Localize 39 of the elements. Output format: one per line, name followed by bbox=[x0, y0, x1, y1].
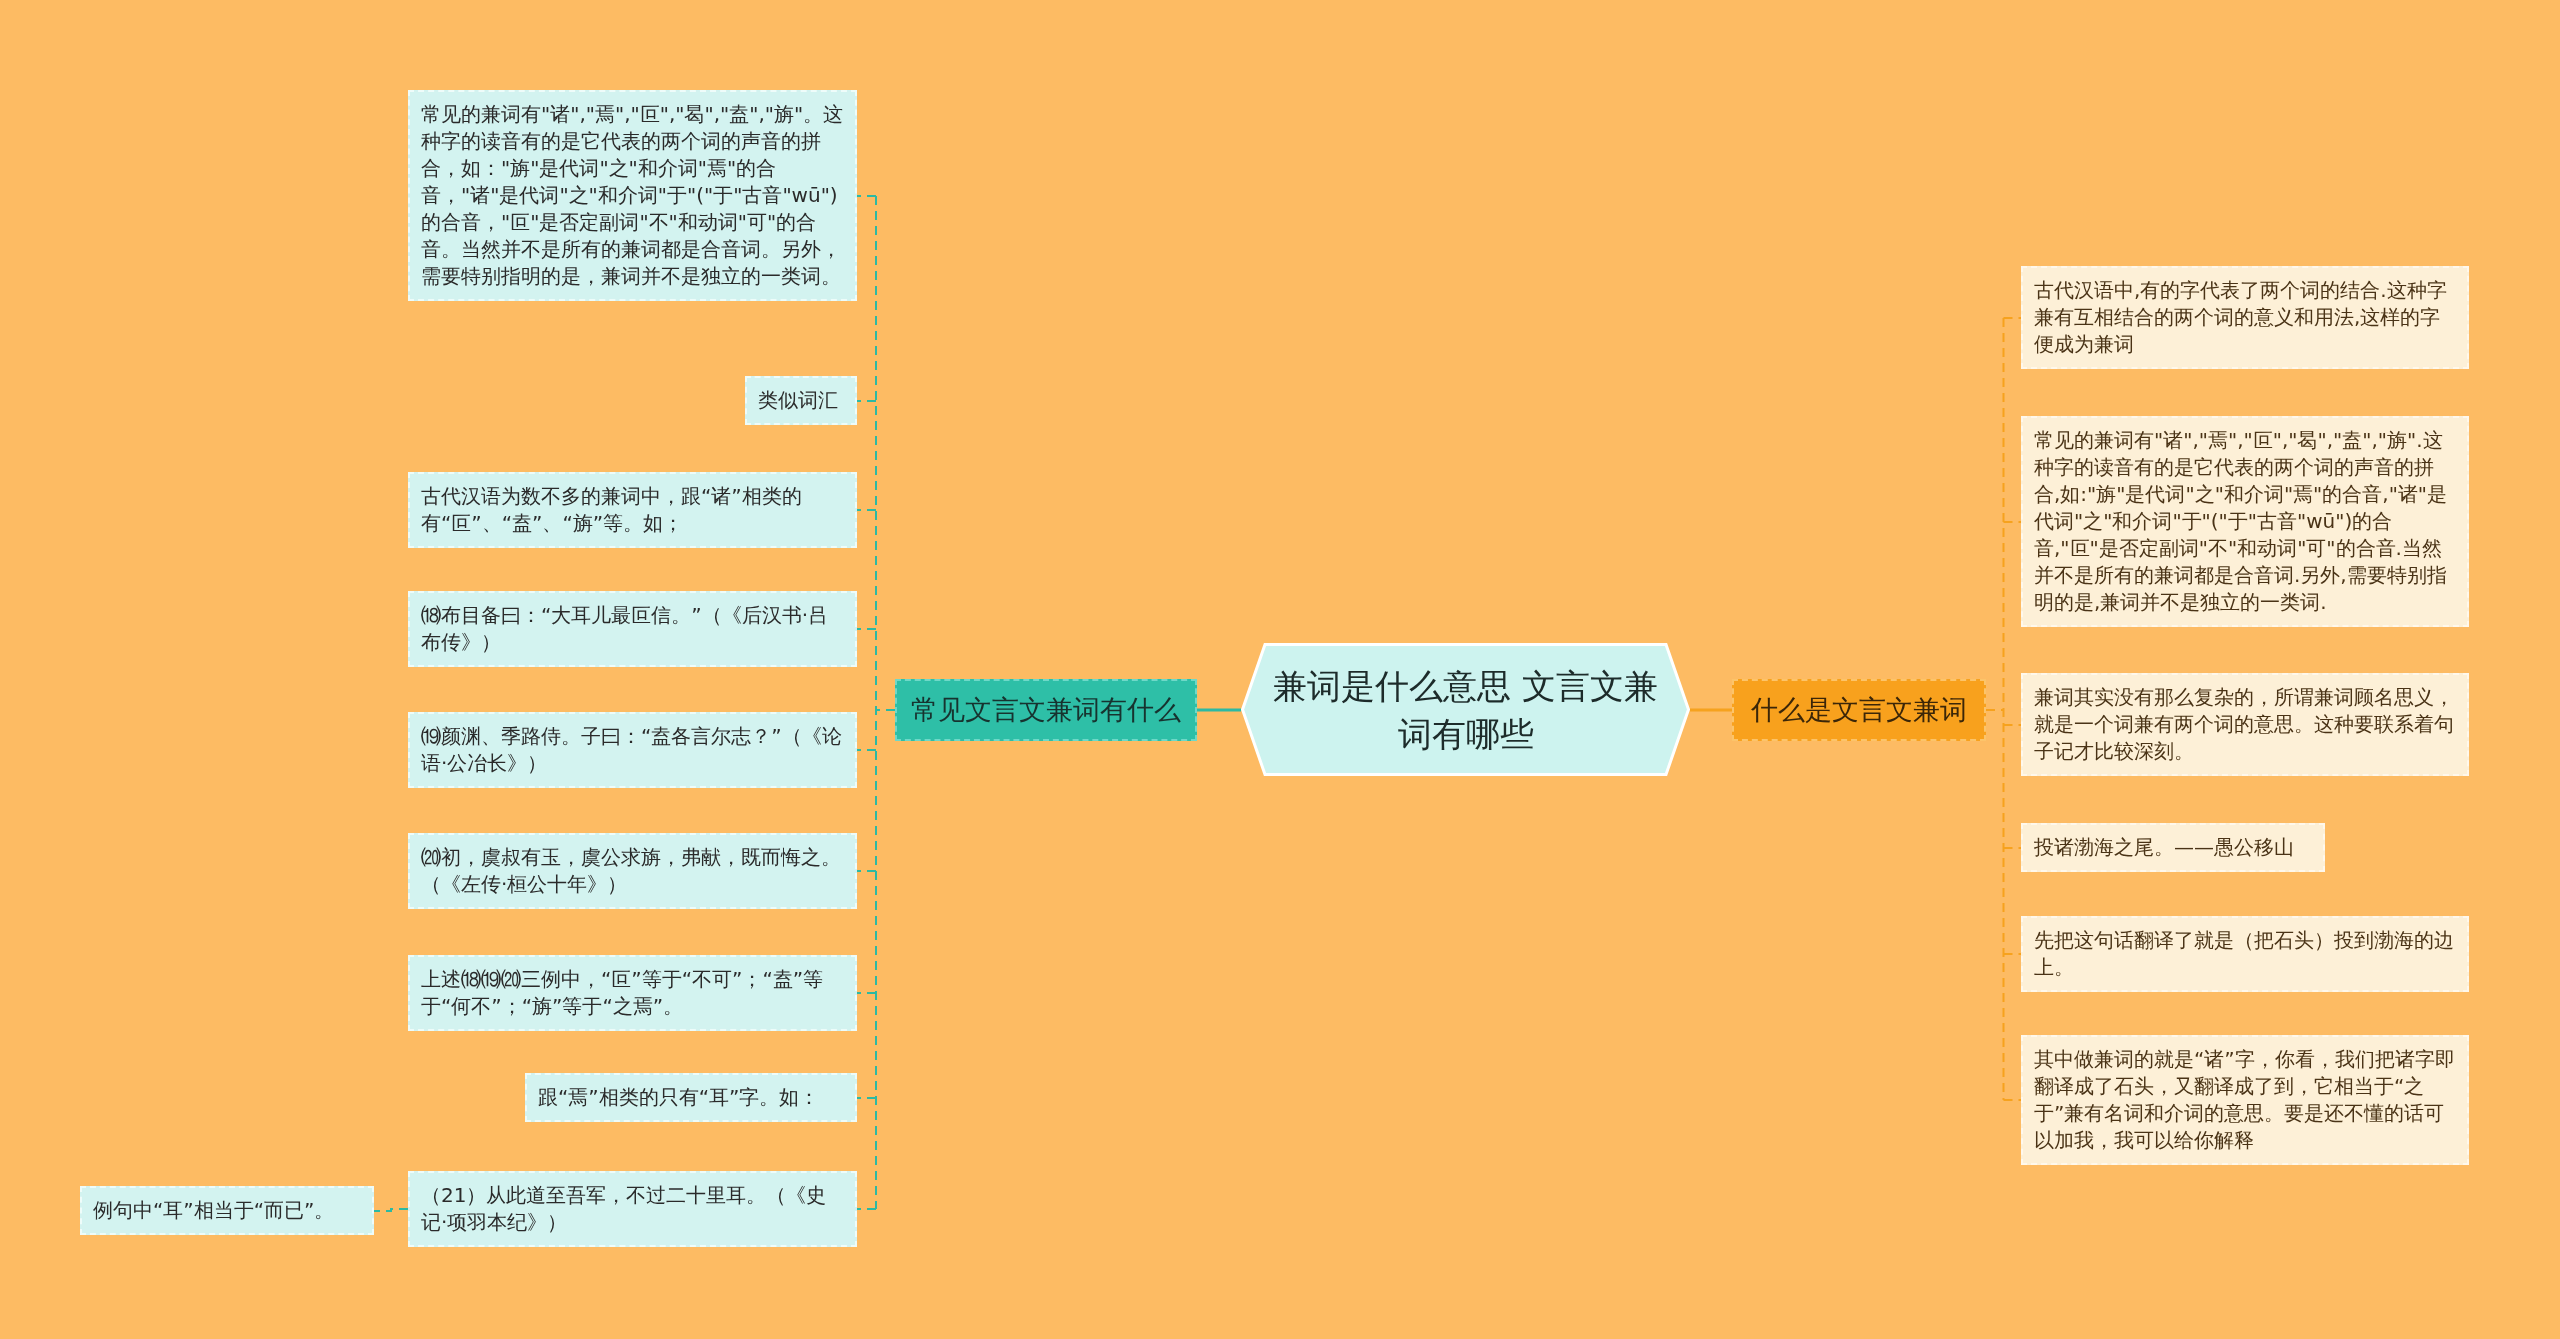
connector-line bbox=[856, 749, 877, 751]
connector-line bbox=[2002, 724, 2022, 726]
subtopic-card: 常见的兼词有"诸","焉","叵","曷","盍","旃"。这种字的读音有的是它代表的两个词的声音的拼合，如："旃"是代词"之"和介词"焉"的合音，"诸"是代词"之"和介词"于"("于"古音"wū")的合音，"叵"是否定副词"不"和动词"可"的合音。当然并不是所有的兼词都是合音词。另外，需要特别指明的是，兼词并不是独立的一类词。 bbox=[408, 90, 857, 301]
subtopic-card: （21）从此道至吾军，不过二十里耳。（《史记·项羽本纪》） bbox=[408, 1171, 857, 1247]
connector-line bbox=[2002, 1099, 2022, 1101]
connector-line bbox=[2002, 317, 2022, 319]
subtopic-card: 常见的兼词有"诸","焉","叵","曷","盍","旃".这种字的读音有的是它代表的两个词的声音的拼合,如:"旃"是代词"之"和介词"焉"的合音,"诸"是代词"之"和介词"于"("于"古音"wū")的合音,"叵"是否定副词"不"和动词"可"的合音.当然并不是所有的兼词都是合音词.另外,需要特别指明的是,兼词并不是独立的一类词. bbox=[2021, 416, 2469, 627]
subtopic-card: 例句中“耳”相当于“而已”。 bbox=[80, 1186, 374, 1235]
connector-line bbox=[856, 195, 877, 197]
connector-line bbox=[2002, 521, 2022, 523]
subtopic-card: 类似词汇 bbox=[745, 376, 857, 425]
subtopic-card: 兼词其实没有那么复杂的，所谓兼词顾名思义，就是一个词兼有两个词的意思。这种要联系着句子记才比较深刻。 bbox=[2021, 673, 2469, 776]
subtopic-card: 其中做兼词的就是“诸”字，你看，我们把诸字即翻译成了石头，又翻译成了到，它相当于“之于”兼有名词和介词的意思。要是还不懂的话可以加我，我可以给你解释 bbox=[2021, 1035, 2469, 1165]
subtopic-card: 跟“焉”相类的只有“耳”字。如： bbox=[525, 1073, 857, 1122]
subtopic-card: ⒆颜渊、季路侍。子曰：“盍各言尔志？”（《论语·公冶长》） bbox=[408, 712, 857, 788]
connector-line bbox=[856, 870, 877, 872]
connector-line bbox=[1690, 708, 1732, 712]
subtopic-card: 古代汉语为数不多的兼词中，跟“诸”相类的有“叵”、“盍”、“旃”等。如； bbox=[408, 472, 857, 548]
subtopic-card: 上述⒅⒆⒇三例中，“叵”等于“不可”；“盍”等于“何不”；“旃”等于“之焉”。 bbox=[408, 955, 857, 1031]
connector-line bbox=[856, 992, 877, 994]
subtopic-card: 古代汉语中,有的字代表了两个词的结合.这种字兼有互相结合的两个词的意义和用法,这样的字便成为兼词 bbox=[2021, 266, 2469, 369]
branch-topic: 常见文言文兼词有什么 bbox=[895, 679, 1197, 741]
connector-line bbox=[856, 509, 877, 511]
subtopic-card: ⒇初，虞叔有玉，虞公求旃，弗献，既而悔之。（《左传·桓公十年》） bbox=[408, 833, 857, 909]
branch-topic: 什么是文言文兼词 bbox=[1732, 679, 1986, 741]
subtopic-card: 先把这句话翻译了就是（把石头）投到渤海的边上。 bbox=[2021, 916, 2469, 992]
connector-line bbox=[1985, 317, 2005, 1101]
subtopic-card: ⒅布目备曰：“大耳儿最叵信。”（《后汉书·吕布传》） bbox=[408, 591, 857, 667]
connector-line bbox=[856, 628, 877, 630]
connector-line bbox=[373, 1208, 409, 1212]
connector-line bbox=[2002, 953, 2022, 955]
subtopic-card: 投诸渤海之尾。——愚公移山 bbox=[2021, 823, 2325, 872]
connector-line bbox=[875, 195, 896, 1210]
central-topic: 兼词是什么意思 文言文兼词有哪些 bbox=[1241, 643, 1690, 776]
connector-line bbox=[856, 400, 877, 402]
connector-line bbox=[2002, 847, 2022, 849]
connector-line bbox=[856, 1208, 877, 1210]
connector-line bbox=[856, 1097, 877, 1099]
connector-line bbox=[1197, 708, 1241, 712]
